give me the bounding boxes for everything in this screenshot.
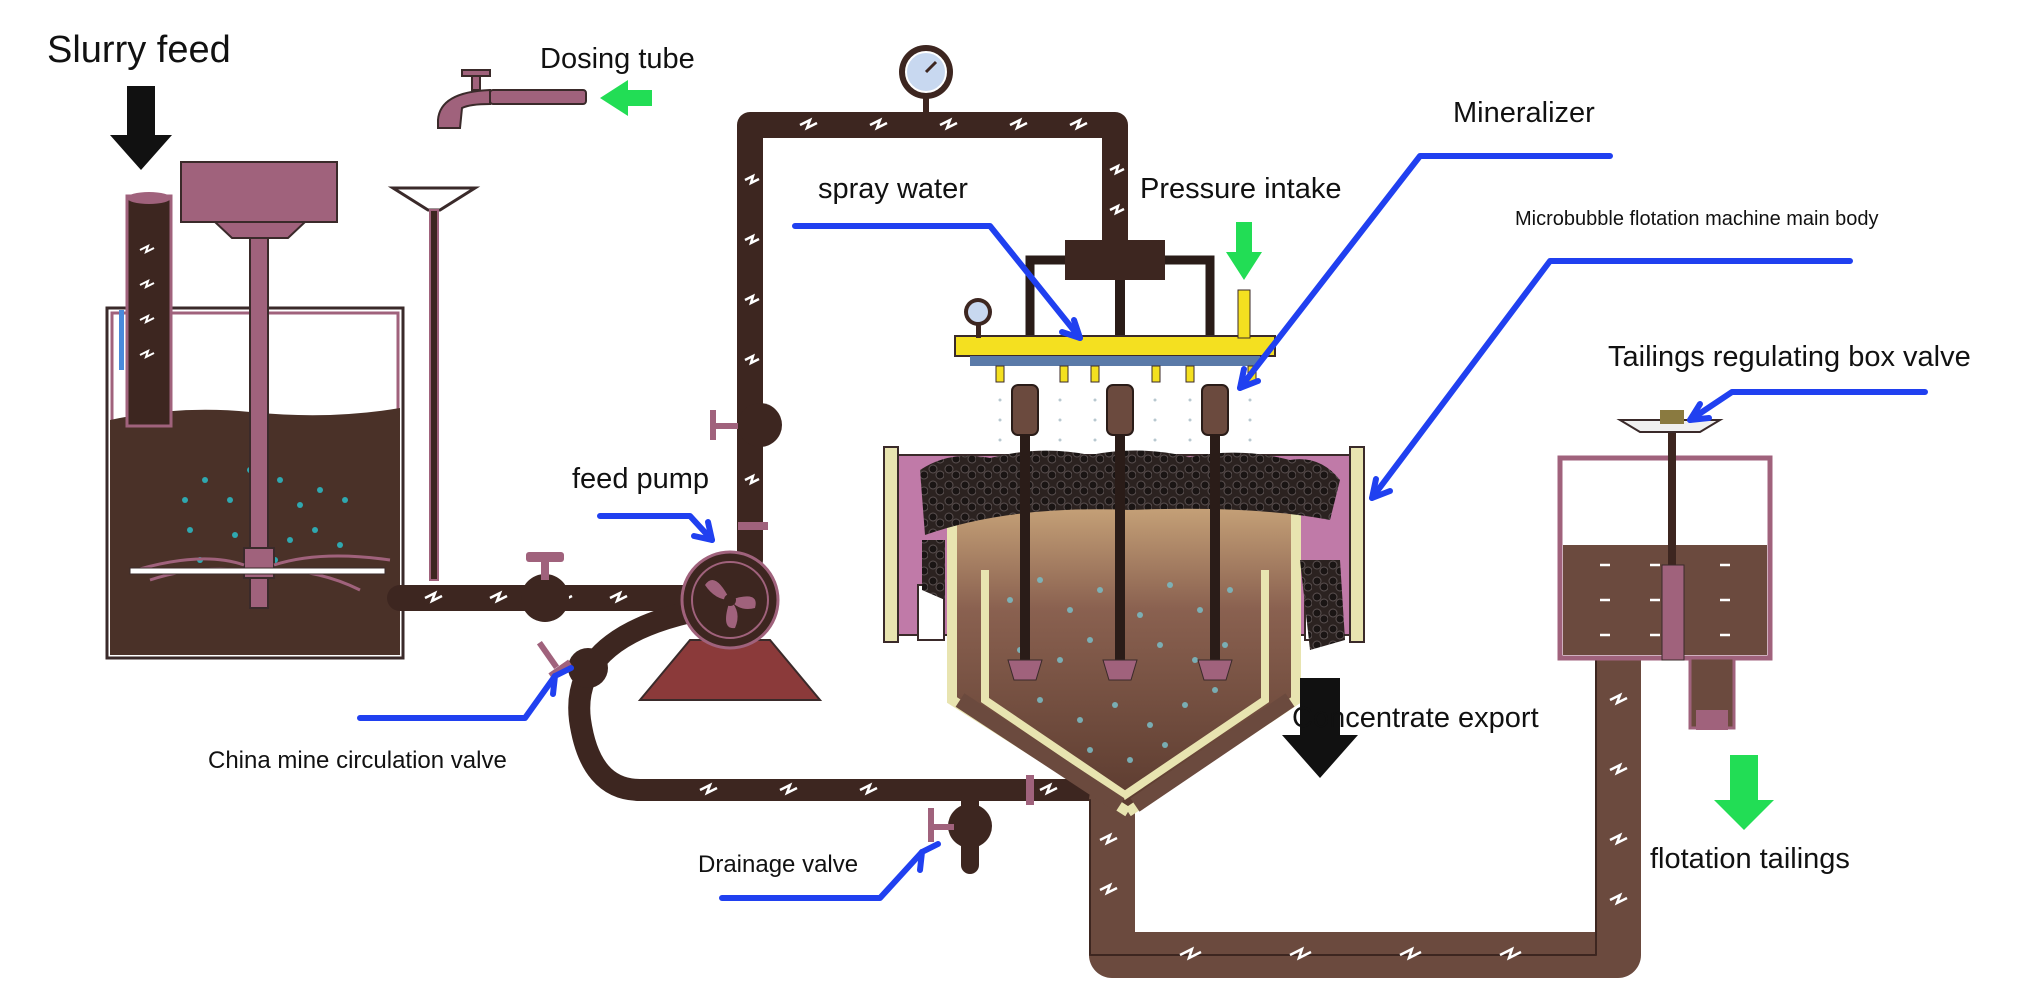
leader-drainage-valve xyxy=(719,841,941,901)
dosing-arrow xyxy=(600,80,652,116)
label-flotation-tailings: flotation tailings xyxy=(1650,843,1850,875)
leader-spray-water xyxy=(792,223,1083,341)
mixing-tank xyxy=(105,161,481,660)
leader-lines xyxy=(357,153,1928,901)
leader-main-body xyxy=(1369,258,1853,501)
drainage-valve xyxy=(928,775,1034,848)
slurry-feed-arrow xyxy=(110,86,172,170)
feed-pump xyxy=(637,550,823,701)
label-mineralizer: Mineralizer xyxy=(1453,97,1595,129)
leader-circulation-valve xyxy=(357,665,574,721)
dosing-tap-icon xyxy=(437,69,587,129)
leader-mineralizer xyxy=(1237,153,1613,391)
label-spray-water: spray water xyxy=(818,173,968,205)
pressure-intake-arrow xyxy=(1226,222,1262,280)
leader-feed-pump xyxy=(597,513,715,543)
feed-line-valve xyxy=(710,403,782,530)
label-main-body: Microbubble flotation machine main body xyxy=(1515,208,1879,230)
label-drainage-valve: Drainage valve xyxy=(698,851,858,878)
label-pressure-intake: Pressure intake xyxy=(1140,173,1342,205)
tank-outlet-valve xyxy=(521,552,569,622)
label-concentrate-export: Concentrate export xyxy=(1292,702,1539,734)
flotation-cell xyxy=(883,240,1365,817)
concentrate-export-arrow xyxy=(1282,678,1358,778)
tailings-regulating-box xyxy=(1557,410,1773,730)
pressure-gauge-icon xyxy=(899,45,953,112)
circulation-valve xyxy=(536,640,608,688)
label-circulation-valve: China mine circulation valve xyxy=(208,747,507,774)
label-dosing-tube: Dosing tube xyxy=(540,43,695,75)
label-slurry-feed: Slurry feed xyxy=(47,29,231,71)
label-feed-pump: feed pump xyxy=(572,463,709,495)
label-tailings-box-valve: Tailings regulating box valve xyxy=(1608,341,1971,373)
leader-tailings-box-valve xyxy=(1687,389,1928,423)
flotation-tailings-arrow xyxy=(1714,755,1774,830)
